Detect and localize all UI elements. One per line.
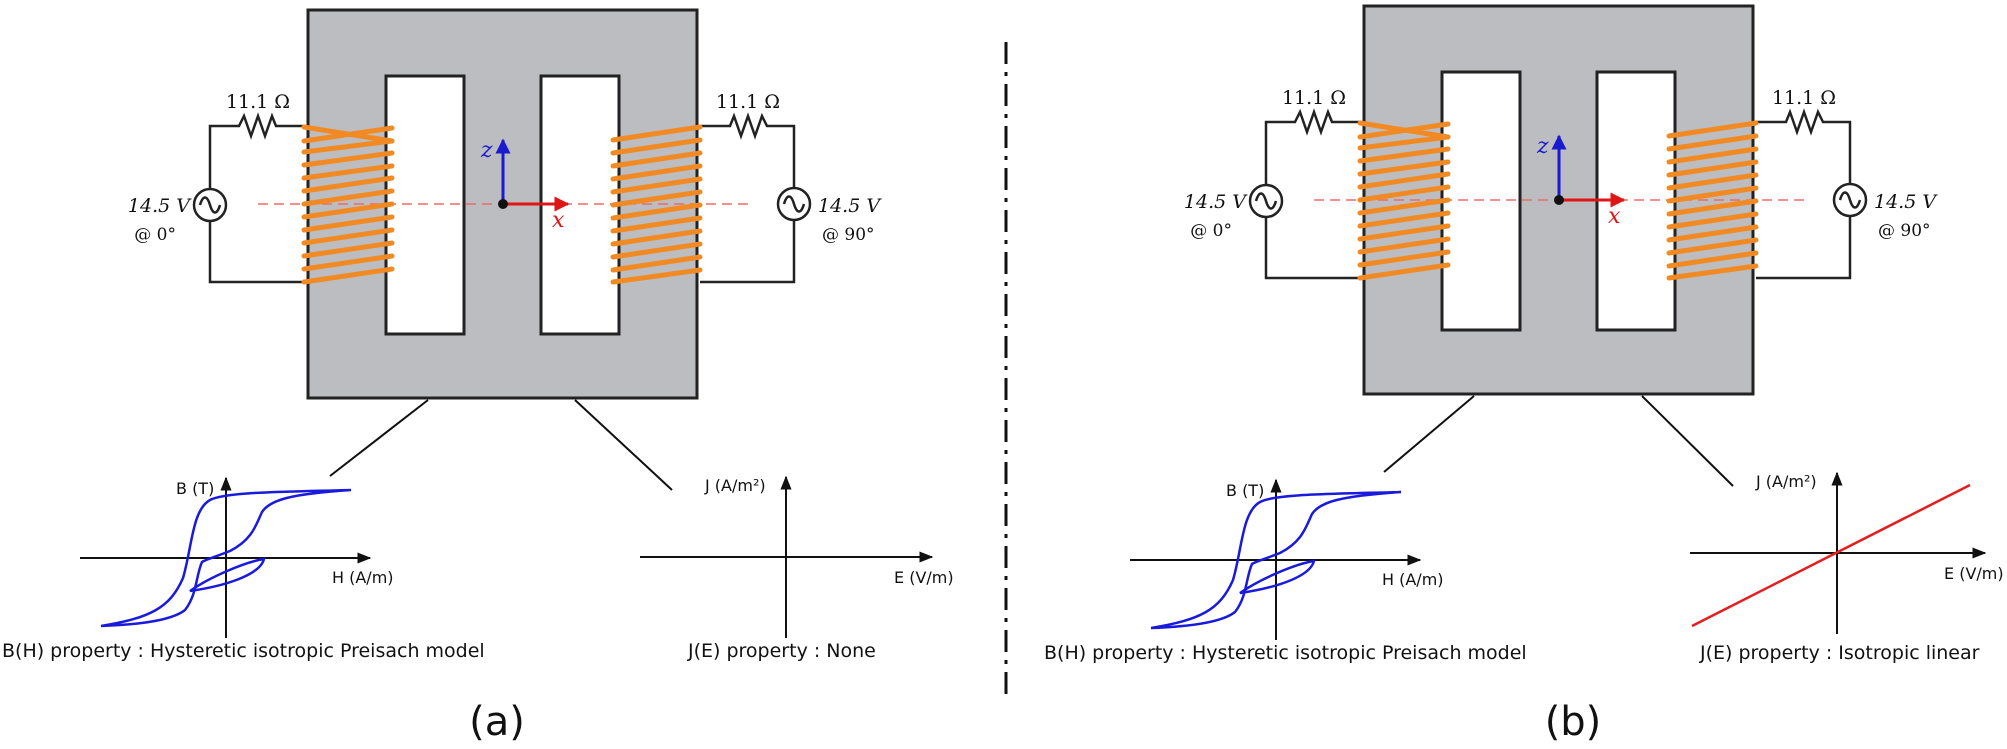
source-right-voltage: 14.5 V (818, 195, 882, 217)
core-window-left (1440, 70, 1522, 332)
resistor-right-label: 11.1 Ω (1772, 87, 1836, 109)
z-axis-label: z (1536, 134, 1549, 159)
z-axis-label: z (480, 138, 493, 163)
left-coil (301, 124, 395, 285)
left-coil (1357, 120, 1451, 281)
left-circuit (1248, 108, 1361, 280)
origin-dot (498, 199, 508, 209)
resistor-left-label: 11.1 Ω (226, 91, 290, 113)
bh-plot: B (T) H (A/m) B(H) property : Hysteretic… (2, 476, 485, 662)
leader-line-bh (329, 399, 429, 477)
hysteresis-major-loop (1150, 490, 1402, 630)
leader-line-je (574, 399, 673, 491)
hysteresis-minor-loop (1239, 559, 1316, 595)
leader-line-bh (1383, 395, 1475, 473)
je-xlabel: E (V/m) (894, 568, 954, 587)
right-coil (610, 124, 703, 285)
je-plot: J (A/m²) E (V/m) J(E) property : Isotrop… (1690, 471, 2004, 664)
source-right-phase: @ 90° (822, 225, 875, 245)
je-xlabel: E (V/m) (1944, 564, 2004, 583)
right-circuit (1756, 108, 1868, 280)
hysteresis-minor-loop (189, 557, 266, 593)
resistor-right-label: 11.1 Ω (716, 91, 780, 113)
source-left-voltage: 14.5 V (1184, 191, 1248, 213)
panel-label-a: (a) (469, 699, 525, 745)
source-left-phase: @ 0° (1190, 221, 1232, 241)
panel-label-b: (b) (1545, 699, 1602, 745)
right-coil (1666, 120, 1759, 281)
source-right-voltage: 14.5 V (1874, 191, 1938, 213)
je-ylabel: J (A/m²) (1755, 472, 1817, 491)
bh-xlabel: H (A/m) (332, 568, 394, 587)
bh-ylabel: B (T) (176, 479, 214, 498)
x-axis-label: x (552, 208, 565, 233)
source-left-voltage: 14.5 V (128, 195, 192, 217)
source-right-phase: @ 90° (1878, 221, 1931, 241)
origin-dot (1554, 195, 1564, 205)
bh-plot: B (T) H (A/m) B(H) property : Hysteretic… (1044, 478, 1527, 664)
source-left-phase: @ 0° (134, 225, 176, 245)
je-ylabel: J (A/m²) (704, 476, 766, 495)
panel-a: 11.1 Ω 11.1 Ω 14.5 V @ 0° 14.5 V @ 90° z… (2, 8, 954, 745)
resistor-left-label: 11.1 Ω (1282, 87, 1346, 109)
right-circuit (700, 112, 812, 284)
bh-xlabel: H (A/m) (1382, 570, 1444, 589)
je-caption: J(E) property : Isotropic linear (1699, 642, 1980, 664)
core-window-left (384, 74, 466, 336)
leader-line-je (1641, 395, 1734, 487)
je-linear-line (1691, 483, 1971, 628)
bh-caption: B(H) property : Hysteretic isotropic Pre… (2, 640, 485, 662)
bh-caption: B(H) property : Hysteretic isotropic Pre… (1044, 642, 1527, 664)
je-plot: J (A/m²) E (V/m) J(E) property : None (640, 475, 954, 662)
bh-ylabel: B (T) (1226, 481, 1264, 500)
x-axis-label: x (1608, 204, 1621, 229)
panel-b: 11.1 Ω 11.1 Ω 14.5 V @ 0° 14.5 V @ 90° z… (1044, 4, 2004, 745)
je-caption: J(E) property : None (687, 640, 876, 662)
hysteresis-major-loop (100, 488, 352, 628)
left-circuit (192, 112, 305, 284)
